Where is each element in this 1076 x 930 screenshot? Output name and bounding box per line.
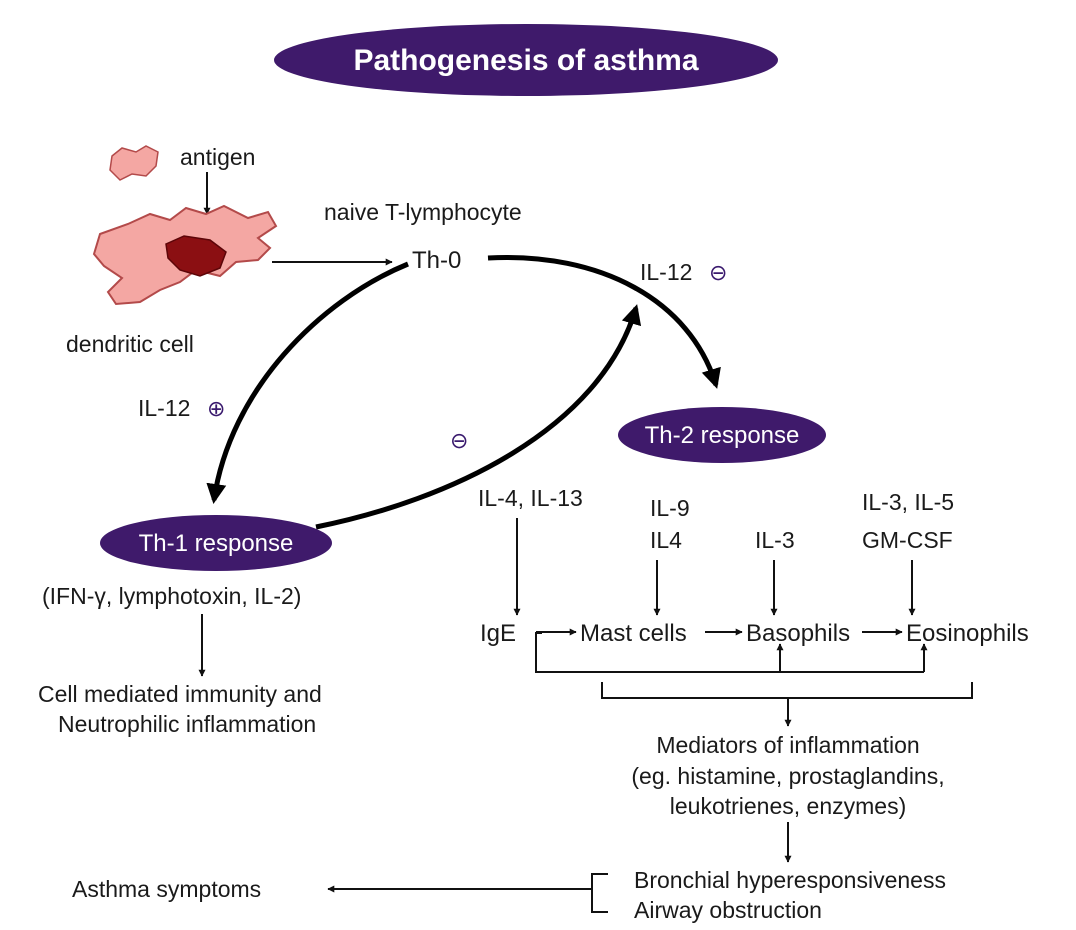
th1-products-label: (IFN-γ, lymphotoxin, IL-2) — [42, 583, 301, 609]
il4-label: IL4 — [650, 527, 682, 553]
mast-cells-label: Mast cells — [580, 620, 687, 647]
mediators-line3: leukotrienes, enzymes) — [670, 793, 907, 819]
il12-minus-sign: ⊖ — [709, 260, 727, 285]
dendritic-cell-nucleus — [165, 235, 227, 277]
antigen-shape — [109, 145, 159, 181]
dendritic-cell-label: dendritic cell — [66, 331, 194, 357]
th0-to-th2-arrow — [487, 254, 721, 389]
mediators-line1: Mediators of inflammation — [656, 732, 919, 758]
airway-label: Airway obstruction — [634, 897, 822, 923]
cells-bracket — [601, 682, 973, 699]
il3-il5-label: IL-3, IL-5 — [862, 489, 954, 515]
th2-oval — [618, 407, 826, 463]
ige-label: IgE — [480, 620, 516, 647]
naive-t-label: naive T-lymphocyte — [324, 199, 522, 225]
bronchial-label: Bronchial hyperesponsiveness — [634, 867, 946, 893]
th0-to-th1-arrow — [206, 261, 409, 504]
eosinophils-label: Eosinophils — [906, 620, 1029, 647]
inhibition-sign: ⊖ — [450, 428, 468, 453]
il3-label: IL-3 — [755, 527, 795, 553]
th1-oval — [100, 515, 332, 571]
mediators-line2: (eg. histamine, prostaglandins, — [631, 763, 944, 789]
th0-label: Th-0 — [412, 247, 461, 274]
outcome-bracket — [591, 873, 608, 913]
il4-il13-label: IL-4, IL-13 — [478, 485, 583, 511]
antigen-label: antigen — [180, 144, 255, 170]
th2-label: Th-2 response — [645, 422, 800, 449]
cmi-line2: Neutrophilic inflammation — [58, 711, 316, 737]
il9-label: IL-9 — [650, 495, 690, 521]
title-oval — [274, 24, 778, 96]
th1-inhibits-th2-arrow — [315, 304, 642, 530]
basophils-label: Basophils — [746, 620, 850, 647]
gmcsf-label: GM-CSF — [862, 527, 953, 553]
cmi-line1: Cell mediated immunity and — [38, 681, 322, 707]
ige-feedback-line — [535, 632, 924, 673]
il12-minus-label: IL-12 — [640, 259, 692, 285]
th1-label: Th-1 response — [139, 530, 294, 557]
asthma-symptoms-label: Asthma symptoms — [72, 876, 261, 902]
il12-plus-sign: ⊕ — [207, 396, 225, 421]
il12-plus-label: IL-12 — [138, 395, 190, 421]
page-title: Pathogenesis of asthma — [353, 44, 698, 77]
